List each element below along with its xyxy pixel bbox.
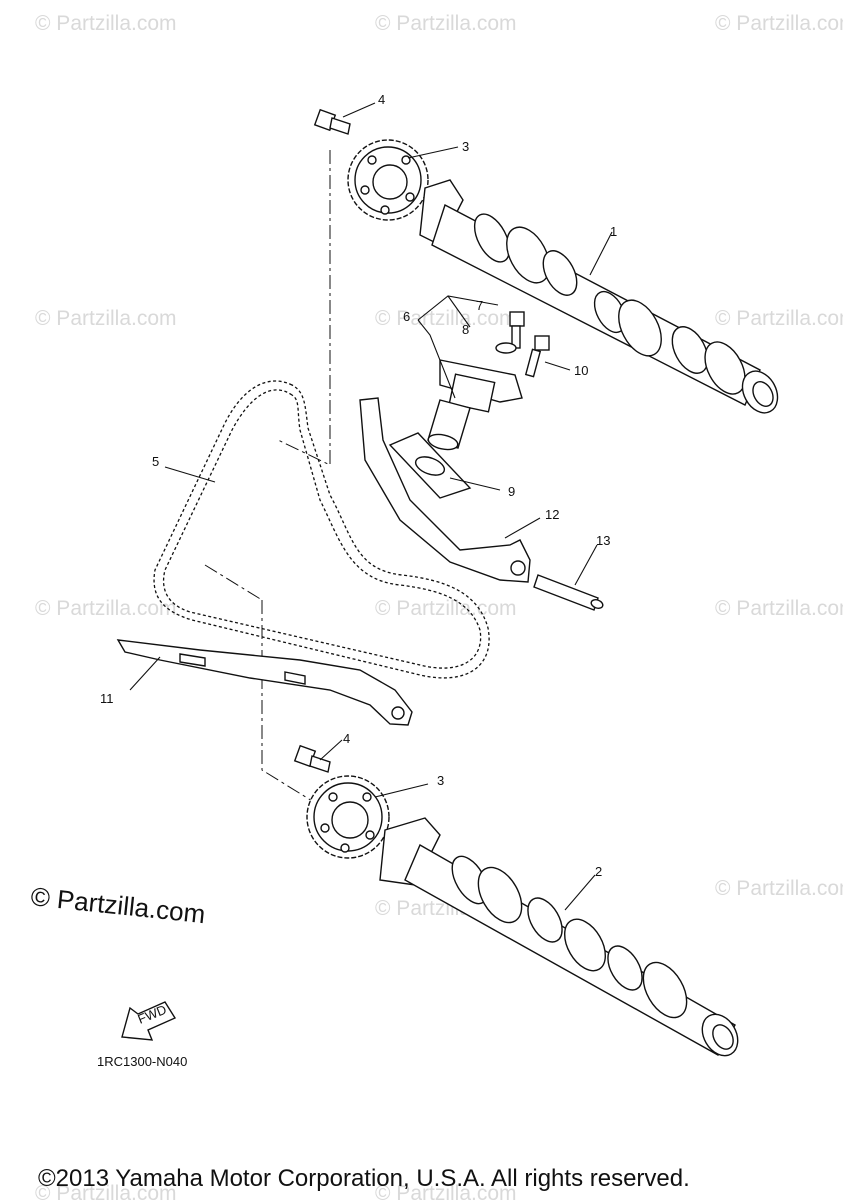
callout-cam-chain: 5 [152,454,159,469]
callout-pin: 13 [596,533,610,548]
callout-tensioner-assy: 6 [403,309,410,324]
watermark: © Partzilla.com [715,597,843,620]
intake-camshaft [419,179,779,414]
callout-bolt-top: 4 [378,92,385,107]
watermark: © Partzilla.com [375,597,517,620]
chain-guide-intake [359,397,531,583]
tensioner-bolts [495,311,550,378]
watermark: © Partzilla.com [375,307,517,330]
leader-lines [129,102,613,911]
callout-washer: 8 [462,322,469,337]
pin [533,574,604,611]
callout-chain-guide-exhaust: 11 [100,691,114,706]
callout-gasket: 9 [508,484,515,499]
watermark: © Partzilla.com [375,1182,517,1200]
bolt-bottom [293,744,331,773]
watermark: © Partzilla.com [35,1182,177,1200]
bolt-top [313,108,351,135]
callout-bolt-10: 10 [574,363,588,378]
chain-tensioner [427,359,523,451]
callouts: 4 3 1 7 6 8 10 9 12 13 5 11 4 3 2 [100,92,617,879]
watermark: © Partzilla.com [715,307,843,330]
cam-chain [153,380,490,679]
callout-sprocket-top: 3 [462,139,469,154]
callout-exhaust-camshaft: 2 [595,864,602,879]
alignment-lines [204,150,331,813]
gasket [388,432,472,499]
watermark-layer: © Partzilla.com © Partzilla.com © Partzi… [29,12,843,1200]
copyright-notice: ©2013 Yamaha Motor Corporation, U.S.A. A… [38,1165,690,1192]
callout-tensioner-bolt: 7 [476,298,483,313]
callout-bolt-bottom: 4 [343,731,350,746]
chain-guide-exhaust [116,639,413,726]
exhaust-camshaft [379,817,739,1057]
sprocket-bottom [306,775,390,859]
watermark: © Partzilla.com [715,877,843,900]
diagram-code: 1RC1300-N040 [97,1054,187,1069]
watermark: © Partzilla.com [35,12,177,35]
watermark: © Partzilla.com [35,597,177,620]
callout-intake-camshaft: 1 [610,224,617,239]
callout-sprocket-bottom: 3 [437,773,444,788]
watermark: © Partzilla.com [375,12,517,35]
watermark: © Partzilla.com [35,307,177,330]
watermark-large: © Partzilla.com [29,881,206,929]
watermark: © Partzilla.com [715,12,843,35]
sprocket-top [347,139,429,221]
callout-chain-guide-intake: 12 [545,507,559,522]
fwd-arrow-icon: FWD [121,1001,177,1041]
